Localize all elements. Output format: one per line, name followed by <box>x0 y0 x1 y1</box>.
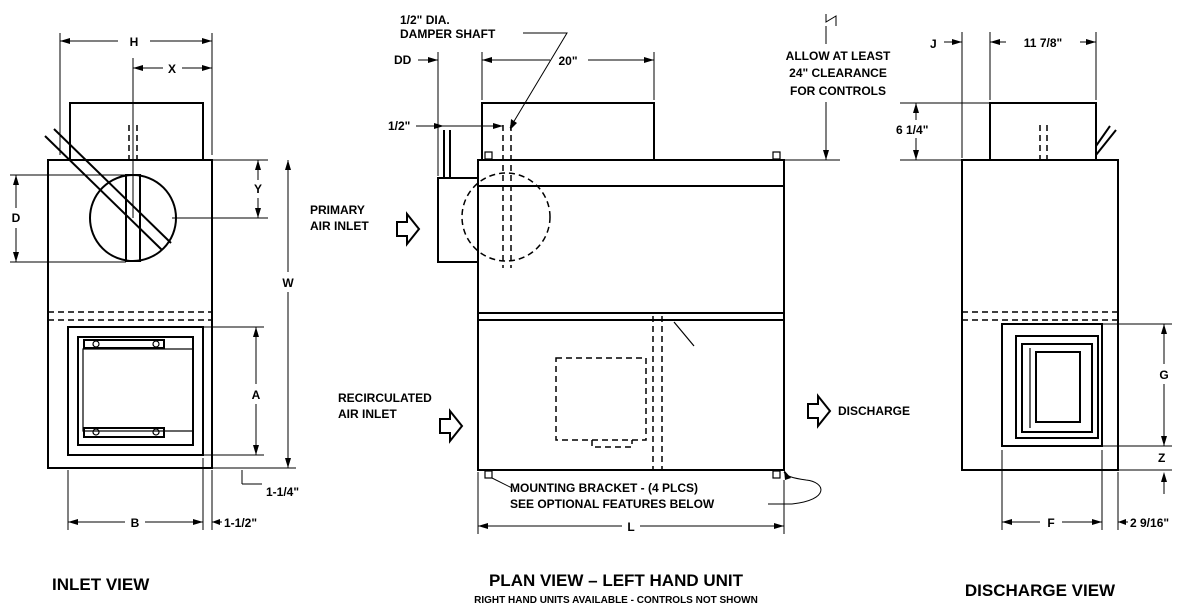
discharge-top-collar <box>989 102 1097 161</box>
recirc-inlet-arrow-icon <box>439 408 464 444</box>
primary-inlet-box <box>437 177 479 263</box>
damper-blade <box>44 135 163 251</box>
clearance-note-1: ALLOW AT LEAST <box>786 49 891 63</box>
plan-top-box <box>481 102 655 161</box>
damper-shaft-label-2: DAMPER SHAFT <box>400 27 496 41</box>
inlet-top-collar <box>69 102 204 161</box>
hidden-fan-box <box>555 357 647 441</box>
mounting-bracket <box>772 470 781 479</box>
discharge-label: DISCHARGE <box>838 404 910 418</box>
dim-l: L <box>627 520 634 534</box>
primary-inlet-label-1: PRIMARY <box>310 203 365 217</box>
dim-1-1-4: 1-1/4" <box>266 485 299 499</box>
plan-view: 1/2" DIA. DAMPER SHAFT DD 20" 1/2" ALLOW… <box>310 13 910 606</box>
mounting-bracket <box>484 151 493 160</box>
dim-d: D <box>12 211 21 225</box>
clearance-note-2: 24" CLEARANCE <box>789 66 887 80</box>
discharge-body <box>961 159 1119 471</box>
hidden-damper-circle <box>461 172 551 262</box>
plan-view-subtitle: RIGHT HAND UNITS AVAILABLE - CONTROLS NO… <box>474 595 758 606</box>
dim-20: 20" <box>558 54 577 68</box>
mounting-bracket <box>484 470 493 479</box>
dim-11-7-8: 11 7/8" <box>1024 36 1062 50</box>
inlet-view: H X Y D W <box>10 33 299 594</box>
dim-x: X <box>168 62 176 76</box>
inlet-view-title: INLET VIEW <box>52 575 150 594</box>
dim-h: H <box>130 35 139 49</box>
plan-view-title: PLAN VIEW – LEFT HAND UNIT <box>489 571 744 590</box>
primary-inlet-label-2: AIR INLET <box>310 219 369 233</box>
bracket-note-1: MOUNTING BRACKET - (4 PLCS) <box>510 481 698 495</box>
discharge-view-title: DISCHARGE VIEW <box>965 581 1116 600</box>
dim-6-1-4: 6 1/4" <box>896 123 928 137</box>
recirc-frame-outer <box>67 326 204 456</box>
dim-j: J <box>930 37 937 51</box>
dim-half: 1/2" <box>388 119 410 133</box>
clearance-note-3: FOR CONTROLS <box>790 84 886 98</box>
dim-1-1-2: 1-1/2" <box>224 516 257 530</box>
recirc-inlet-label-1: RECIRCULATED <box>338 391 432 405</box>
dim-dd: DD <box>394 53 412 67</box>
plan-body <box>477 159 785 471</box>
dim-a: A <box>252 388 261 402</box>
discharge-view: J 11 7/8" 6 1/4" G Z <box>896 32 1172 600</box>
dim-g: G <box>1159 368 1168 382</box>
discharge-opening <box>1001 323 1103 447</box>
primary-inlet-arrow-icon <box>396 211 421 247</box>
recirc-inlet-label-2: AIR INLET <box>338 407 397 421</box>
damper-shaft-label-1: 1/2" DIA. <box>400 13 450 27</box>
inlet-body <box>47 159 213 469</box>
dim-2-9-16: 2 9/16" <box>1130 516 1169 530</box>
mounting-bracket <box>772 151 781 160</box>
dim-y: Y <box>254 182 262 196</box>
dim-f: F <box>1047 516 1054 530</box>
bracket-note-2: SEE OPTIONAL FEATURES BELOW <box>510 497 715 511</box>
discharge-arrow-icon <box>807 393 832 429</box>
dim-w: W <box>282 276 294 290</box>
break-symbol <box>825 14 837 26</box>
dim-b: B <box>131 516 140 530</box>
dim-z: Z <box>1158 451 1165 465</box>
